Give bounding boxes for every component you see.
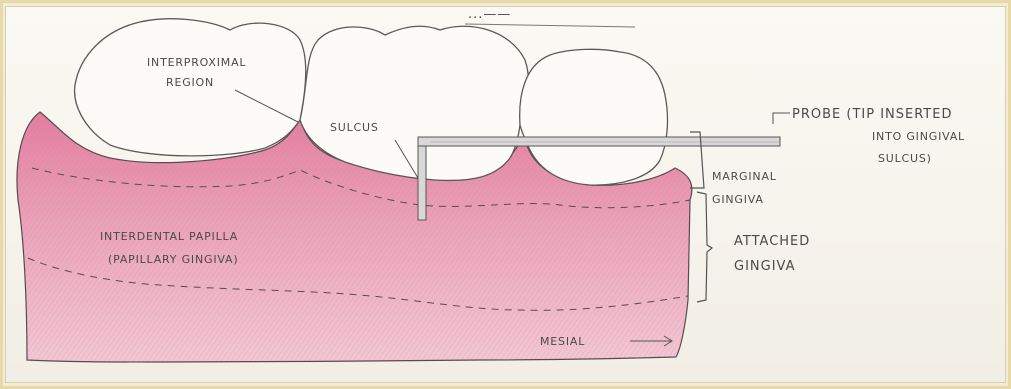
label-interproximal-1: INTERPROXIMAL [147,56,246,69]
label-sulcus: SULCUS [330,121,379,134]
label-interproximal-2: REGION [166,76,214,89]
label-attached-1: ATTACHED [734,234,810,249]
tooth-right [520,49,668,185]
label-probe-3: SULCUS) [878,152,932,165]
header-scribble: ...—— [468,7,511,22]
label-mesial: MESIAL [540,335,585,348]
label-papilla-2: (PAPILLARY GINGIVA) [108,253,238,266]
label-marginal-1: MARGINAL [712,170,777,183]
header-underline [465,24,635,27]
label-probe-2: INTO GINGIVAL [872,130,965,143]
label-attached-2: GINGIVA [734,259,796,274]
label-probe-1: PROBE (TIP INSERTED [792,107,952,122]
tooth-middle [300,26,528,180]
label-marginal-2: GINGIVA [712,193,764,206]
label-papilla-1: INTERDENTAL PAPILLA [100,230,238,243]
leader-probe [773,113,790,124]
bracket-attached [697,192,712,302]
